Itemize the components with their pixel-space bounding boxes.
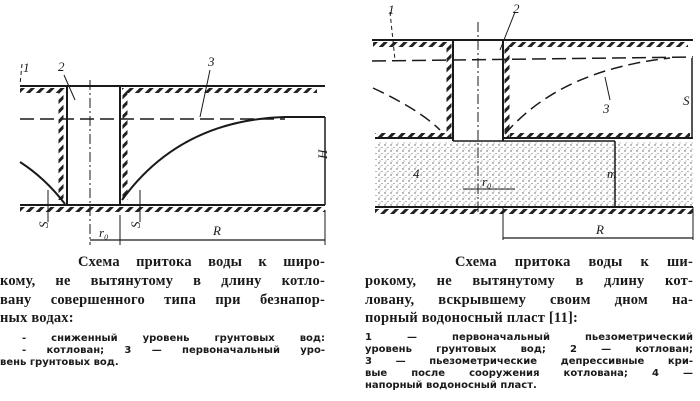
label-1: 1 bbox=[23, 60, 30, 75]
left-legend-line: - котлован; 3 — первоначальный уро- bbox=[22, 345, 325, 356]
label-m: m bbox=[607, 166, 616, 181]
label-R: R bbox=[595, 222, 604, 237]
right-caption-line: ловану, вскрывшему своим дном на- bbox=[365, 292, 693, 308]
left-caption-line: Схема притока воды к широ- bbox=[78, 254, 325, 270]
label-S: S bbox=[683, 93, 690, 108]
label-3: 3 bbox=[602, 101, 610, 116]
right-legend-line: напорный водоносный пласт. bbox=[365, 380, 537, 391]
label-R: R bbox=[212, 223, 221, 238]
left-caption-line: ных водах: bbox=[0, 310, 74, 326]
left-legend-line: - сниженный уровень грунтовых вод: bbox=[22, 333, 325, 344]
right-caption-line: Схема притока воды к ши- bbox=[455, 254, 693, 270]
left-caption-line: кому, не вытянутому в длину котло- bbox=[0, 273, 325, 289]
right-legend-line: 3 — пьезометрические депрессивные кри- bbox=[365, 356, 693, 367]
label-H: H bbox=[315, 149, 330, 160]
right-caption-line: порный водоносный пласт [11]: bbox=[365, 310, 579, 326]
right-legend-line: вые после сооружения котлована; 4 — bbox=[365, 368, 693, 379]
label-S-right: S bbox=[128, 221, 143, 228]
right-figure bbox=[371, 11, 694, 240]
label-4: 4 bbox=[413, 166, 420, 181]
right-legend-line: 1 — первоначальный пьезометрический bbox=[365, 332, 693, 343]
label-2: 2 bbox=[513, 1, 520, 16]
ground-hatch bbox=[20, 88, 67, 93]
label-1: 1 bbox=[388, 2, 395, 17]
label-2: 2 bbox=[58, 59, 65, 74]
left-caption-line: вану совершенного типа при безнапор- bbox=[0, 292, 325, 308]
label-S-left: S bbox=[36, 221, 51, 228]
right-caption-line: рокому, не вытянутому в длину кот- bbox=[365, 273, 693, 289]
left-legend-line: вень грунтовых вод. bbox=[0, 357, 119, 368]
initial-piezometric-level bbox=[371, 56, 694, 62]
right-legend-line: уровень грунтовых вод; 2 — котлован; bbox=[365, 344, 693, 355]
left-figure bbox=[19, 63, 326, 245]
confined-aquifer bbox=[375, 142, 693, 206]
label-3: 3 bbox=[207, 54, 215, 69]
depression-curve bbox=[121, 116, 325, 201]
label-r0: r₀ bbox=[482, 174, 492, 189]
label-r0: r₀ bbox=[99, 225, 109, 240]
